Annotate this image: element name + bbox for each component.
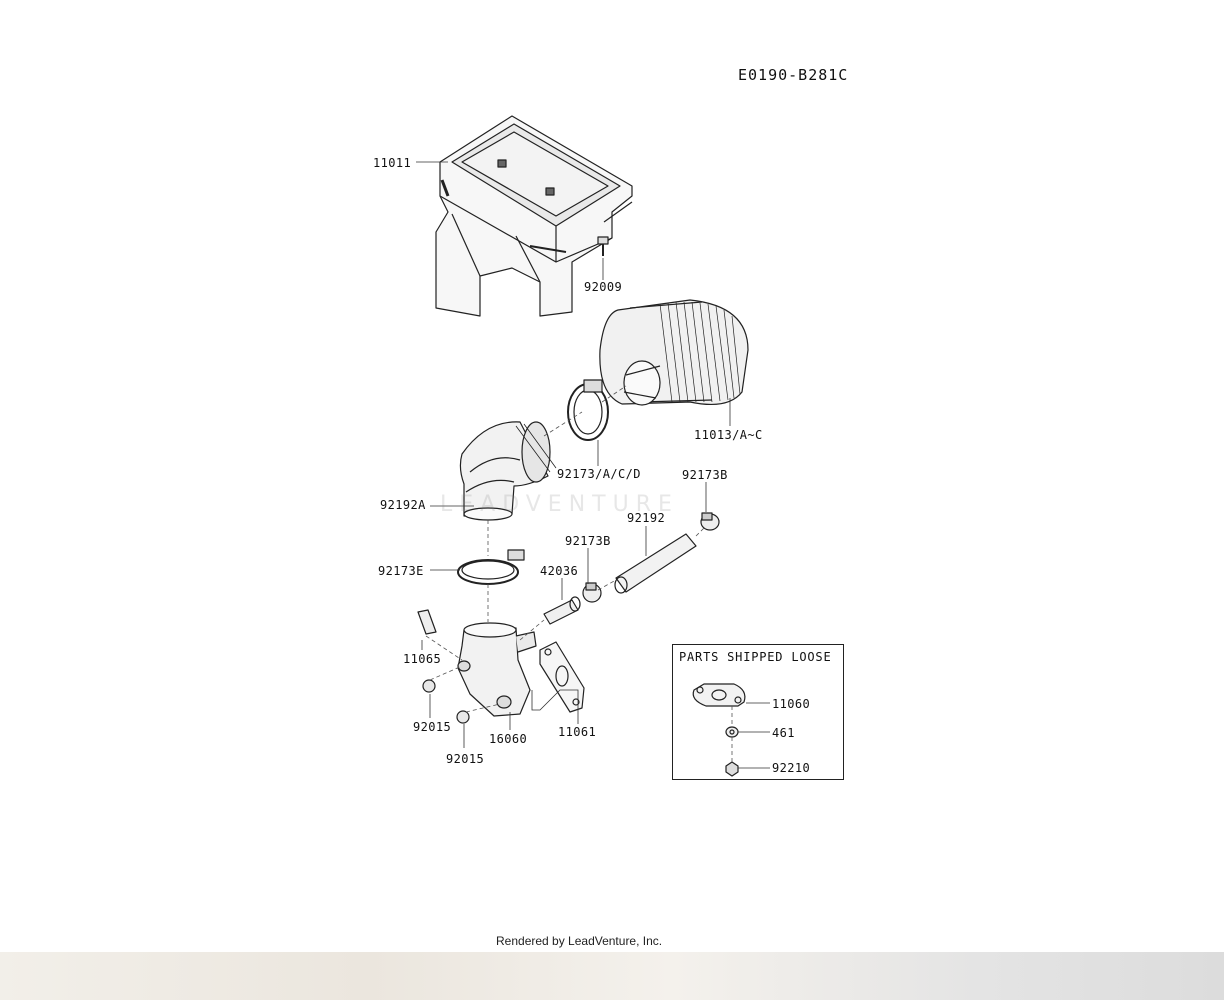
clamp-92173b-left [582,582,602,603]
clamp-92173-acd [567,379,609,441]
label-92173b-top: 92173B [682,468,728,482]
label-92173b-mid: 92173B [565,534,611,548]
label-92210: 92210 [772,761,811,775]
clamp-92173b-right [700,512,720,531]
hose-92192 [614,533,697,594]
parts-shipped-loose-title: PARTS SHIPPED LOOSE [679,650,832,664]
label-92015-a: 92015 [413,720,452,734]
loose-gasket-11060 [692,683,746,707]
air-filter-element [599,299,749,406]
elbow-hose-92192a [459,421,557,521]
label-11061: 11061 [558,725,597,739]
intake-joint-16060 [457,622,537,717]
parts-shipped-loose-box: PARTS SHIPPED LOOSE [672,644,844,780]
label-42036: 42036 [540,564,579,578]
assembly-lines [425,385,733,762]
leader-lines [416,161,770,769]
label-11013: 11013/A~C [694,428,763,442]
air-cleaner-cover [435,115,633,317]
diagram-code: E0190-B281C [738,66,849,84]
label-11011: 11011 [373,156,412,170]
label-92173-acd: 92173/A/C/D [557,467,641,481]
clamp-92173e [457,549,525,585]
fitting-42036 [543,596,581,625]
background-band [0,952,1224,1000]
gasket-11061 [539,641,585,713]
label-11065: 11065 [403,652,442,666]
label-92192: 92192 [627,511,666,525]
label-92015-b: 92015 [446,752,485,766]
nut-92015-left [422,679,436,693]
label-92173e: 92173E [378,564,424,578]
label-11060: 11060 [772,697,811,711]
watermark: LEADVENTURE [440,492,679,517]
label-92009: 92009 [584,280,623,294]
label-16060: 16060 [489,732,528,746]
label-92192a: 92192A [380,498,426,512]
render-credit: Rendered by LeadVenture, Inc. [496,934,663,948]
stud-11065 [417,609,437,635]
label-461: 461 [772,726,795,740]
nut-92015-right [456,710,470,724]
screw-92009 [597,236,609,256]
